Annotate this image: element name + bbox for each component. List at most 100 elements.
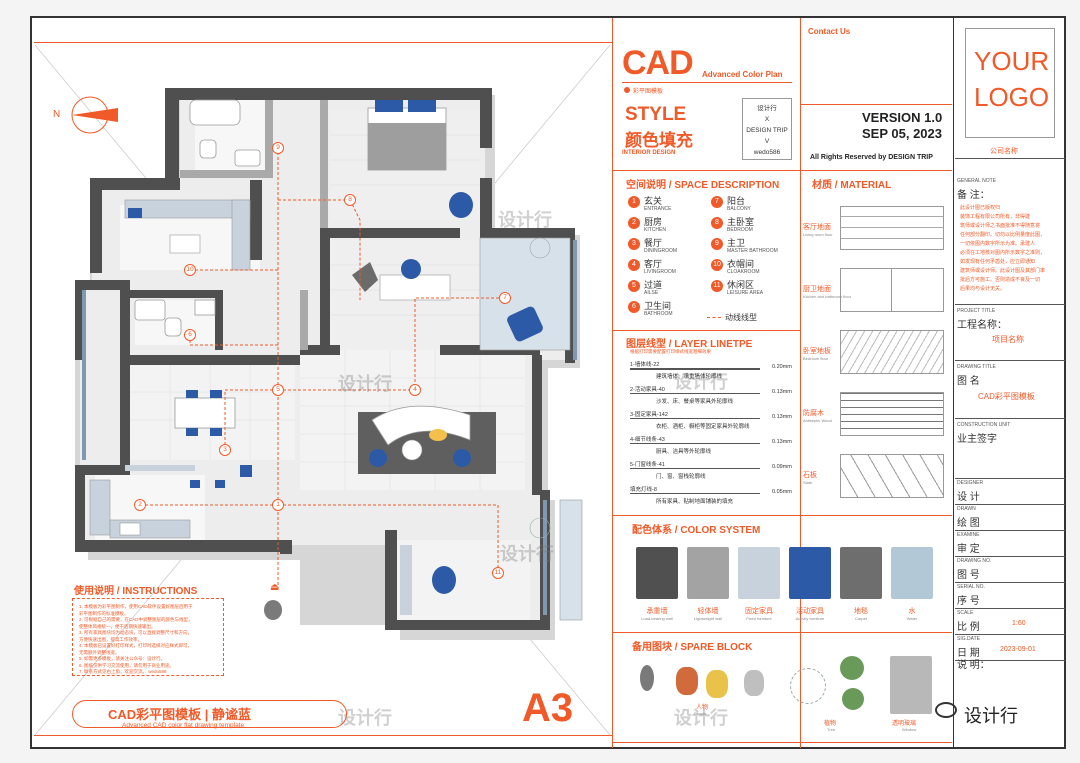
- layer-width: 0.05mm: [772, 489, 792, 495]
- titleblock-border: [953, 18, 954, 748]
- general-note-label: GENERAL NOTE: [957, 178, 996, 184]
- layer-line: [630, 368, 760, 370]
- space-number: 6: [628, 300, 640, 313]
- project-value: 项目名称: [992, 335, 1024, 344]
- divider: [955, 608, 1065, 609]
- people-label: 人物: [696, 705, 709, 711]
- divider: [955, 504, 1065, 505]
- space-cn: 阳台: [727, 196, 746, 206]
- stamp-line: wedo586: [753, 149, 781, 156]
- space-cn: 衣帽间: [727, 259, 755, 269]
- space-cn: 主卧室: [727, 217, 755, 227]
- template-badge: 彩平图模板: [633, 89, 664, 95]
- plan-marker: 8: [344, 194, 356, 206]
- drawing-title-cn: 图 名: [957, 376, 980, 387]
- watermark: 设计行: [674, 372, 728, 392]
- footer-title: CAD彩平图模板 | 静谧蓝: [108, 707, 252, 722]
- plan-marker: 6: [184, 329, 196, 341]
- layer-desc: 沙发、床、餐桌等家具外轮廓线: [656, 399, 734, 405]
- cad-title: CAD: [622, 44, 694, 82]
- plan-marker: 4: [409, 384, 421, 396]
- layer-width: 0.13mm: [772, 414, 792, 420]
- tree-block-icon: [842, 688, 864, 710]
- layer-desc: 厨具、洁具等外轮廓线: [656, 449, 712, 455]
- general-note-line: 装饰工程有限公司所有，非得建: [960, 214, 1031, 220]
- layer-line: [630, 393, 760, 395]
- people-en: People: [694, 711, 707, 716]
- space-number: 3: [628, 237, 640, 250]
- instruction-line: 5. 如需更多模板，请关注公众号：设计行。: [79, 656, 166, 661]
- general-note-line: 建筑师或设计师。此设计图及其部门率: [960, 268, 1046, 274]
- space-number: 11: [711, 279, 723, 292]
- layer-width: 0.13mm: [772, 439, 792, 445]
- general-note-line: 批后方可施工。否则造成不良及一切: [960, 277, 1041, 283]
- tree-block-icon: [790, 668, 826, 704]
- general-note-line: 筑师或设计师之书面批准不得随意将: [960, 223, 1041, 229]
- titleblock-row-cn: 审 定: [957, 544, 980, 555]
- titleblock-row-label: SCALE: [957, 610, 974, 616]
- watermark: 设计行: [498, 210, 552, 230]
- layer-desc: 建筑墙体、承重墙体轮廓线: [656, 374, 723, 380]
- wechat-icon: [935, 702, 957, 718]
- person-icon: [264, 600, 282, 620]
- plan-marker: 10: [184, 264, 196, 276]
- guide-line: [612, 330, 800, 331]
- style-cn: 颜色填充: [625, 131, 693, 150]
- general-note-line: 此设计图已版权归: [960, 205, 1001, 211]
- material-en: Antiseptic Wood: [803, 418, 832, 423]
- material-en: Kitchen and bathroom floor: [803, 294, 852, 299]
- titleblock-note: 说 明：: [957, 660, 990, 671]
- style-title: STYLE: [625, 104, 687, 125]
- instruction-line: 方便快速出图，提高工作效率。: [79, 636, 142, 642]
- material-label: 卧室地板: [803, 348, 831, 355]
- layer-desc: 所有家具、贴制地面铺装的填充: [656, 499, 734, 505]
- space-en: DININGROOM: [644, 247, 678, 254]
- titleblock-row-cn: 比 例: [957, 622, 980, 633]
- company-name: 公司名称: [990, 148, 1018, 155]
- instruction-line: 3. 所有家具图块均为动态块，可以直接调整尺寸和方向，: [79, 630, 193, 635]
- material-swatch: [840, 392, 944, 436]
- person-block-icon: [706, 670, 728, 698]
- divider: [955, 634, 1065, 635]
- color-swatch: [789, 547, 831, 599]
- layer-width: 0.13mm: [772, 389, 792, 395]
- color-label: 承重墙: [646, 608, 668, 615]
- space-en: ENTRANCE: [644, 205, 672, 212]
- color-label: 固定家具: [745, 608, 773, 615]
- divider: [955, 478, 1065, 479]
- layer-line: [630, 493, 760, 494]
- footer-title-box: [72, 700, 347, 728]
- color-en: Water: [906, 616, 918, 621]
- instruction-line: 1. 本模板为彩平图制作，使用CAD软件设置好图层后用于: [79, 604, 193, 609]
- instruction-line: 6. 图纸仅供学习交流使用，请勿用于商业用途。: [79, 662, 175, 668]
- instructions-title: 使用说明 / INSTRUCTIONS: [74, 586, 198, 597]
- space-number: 2: [628, 216, 640, 229]
- space-cn: 过道: [644, 280, 663, 290]
- glass-label: 透明玻璃: [892, 721, 917, 727]
- space-number: 5: [628, 279, 640, 292]
- rights-label: All Rights Reserved by DESIGN TRIP: [810, 154, 933, 161]
- space-number: 10: [711, 258, 723, 271]
- spare-title: 备用图块 / SPARE BLOCK: [632, 642, 753, 653]
- color-swatch: [738, 547, 780, 599]
- guide-line: [800, 18, 801, 748]
- material-label: 防腐木: [803, 410, 824, 417]
- color-label: 轻体墙: [697, 608, 719, 615]
- material-swatch: [840, 206, 944, 250]
- person-block-icon: [676, 667, 698, 695]
- titleblock-row-cn: 绘 图: [957, 518, 980, 529]
- material-swatch: [840, 268, 944, 312]
- general-note-line: 如发现有任何矛盾处，应立即通知: [960, 259, 1036, 265]
- space-number: 4: [628, 258, 640, 271]
- layer-name: 填充灯线-8: [630, 487, 657, 493]
- logo-box: [965, 28, 1055, 138]
- plan-marker: 2: [134, 499, 146, 511]
- version-label: VERSION 1.0: [862, 110, 943, 125]
- titleblock-row-label: DRAWING NO.: [957, 558, 992, 564]
